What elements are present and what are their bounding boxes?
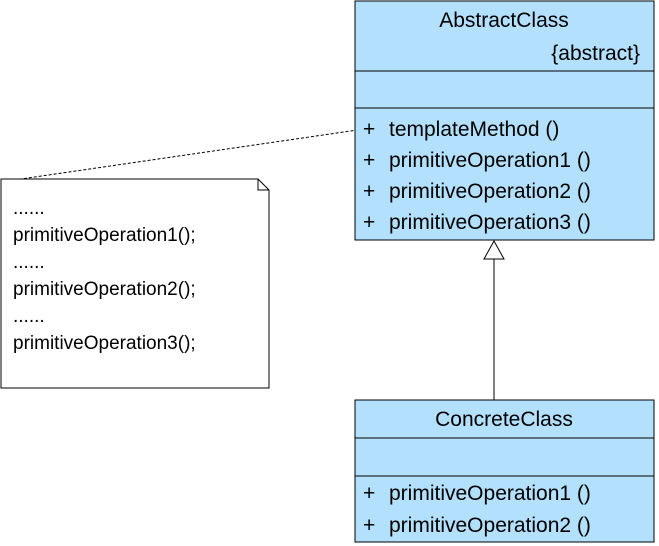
operation-visibility: + <box>363 118 375 141</box>
note-line: ...... <box>13 306 45 327</box>
abstract-class-frame <box>354 0 655 241</box>
abstract-class-name: AbstractClass <box>439 9 569 32</box>
note-body <box>0 178 270 389</box>
operation-visibility: + <box>363 180 375 203</box>
note-line: ...... <box>13 198 45 219</box>
concrete-op-primitive2: primitiveOperation2 () <box>389 514 591 537</box>
abstract-op-primitive1: primitiveOperation1 () <box>389 149 591 172</box>
concrete-class-box[interactable]: ConcreteClass + primitiveOperation1 () +… <box>354 399 655 543</box>
note-fold-corner <box>257 179 269 191</box>
note-line: primitiveOperation2(); <box>13 279 196 300</box>
abstract-class-box[interactable]: AbstractClass {abstract} + templateMetho… <box>354 0 655 241</box>
concrete-op-primitive1: primitiveOperation1 () <box>389 482 591 505</box>
abstract-op-primitive3: primitiveOperation3 () <box>389 211 591 234</box>
concrete-class-name: ConcreteClass <box>435 408 573 431</box>
operation-visibility: + <box>363 149 375 172</box>
note-line: primitiveOperation1(); <box>13 225 196 246</box>
operation-visibility: + <box>363 514 375 537</box>
note-line: ...... <box>13 252 45 273</box>
operation-visibility: + <box>363 211 375 234</box>
concrete-class-frame <box>354 399 655 543</box>
abstract-op-template-method: templateMethod () <box>389 118 559 141</box>
code-note[interactable]: ...... primitiveOperation1(); ...... pri… <box>0 178 270 389</box>
note-anchor-line <box>13 126 379 181</box>
abstract-op-primitive2: primitiveOperation2 () <box>389 180 591 203</box>
note-line: primitiveOperation3(); <box>13 333 196 354</box>
abstract-class-stereotype: {abstract} <box>551 42 640 65</box>
operation-visibility: + <box>363 482 375 505</box>
generalization-arrowhead-icon <box>483 239 505 260</box>
